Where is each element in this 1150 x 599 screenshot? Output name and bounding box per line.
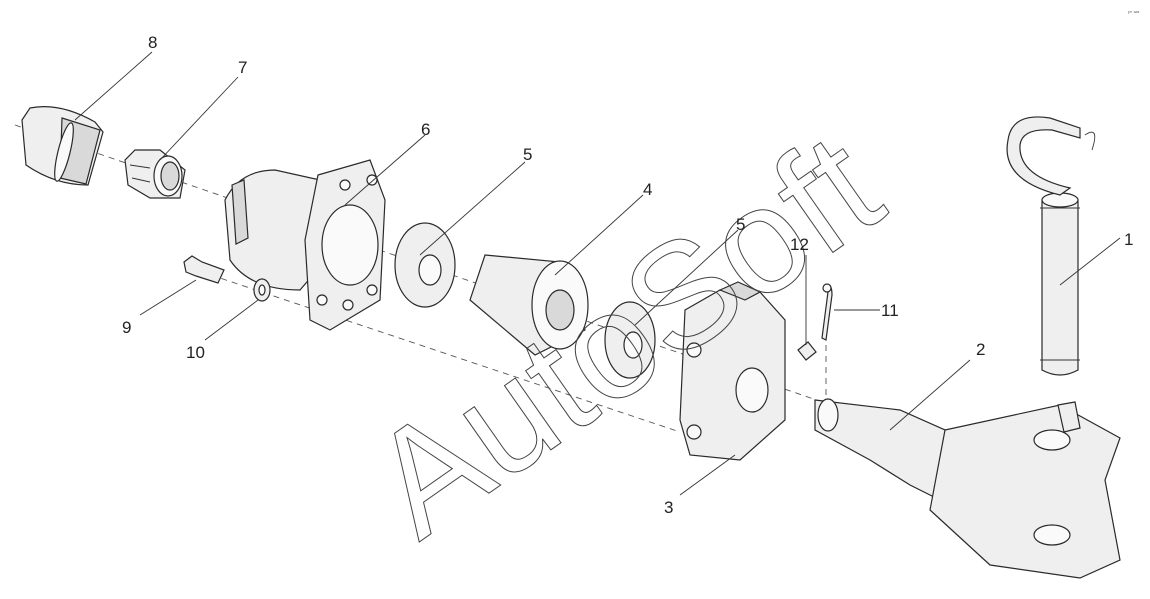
callout-2: 2 [976, 340, 985, 359]
callout-8: 8 [148, 33, 157, 52]
callout-11: 11 [881, 301, 899, 320]
part-4-cylinder [469, 254, 589, 356]
callout-7: 7 [238, 58, 247, 77]
part-5-washer-lower [604, 301, 656, 379]
callout-6: 6 [421, 120, 430, 139]
corner-mark: ıᵐ ᵃᵃᵃ [1128, 10, 1139, 16]
callout-10: 10 [186, 343, 205, 362]
part-7-slotted-nut [124, 149, 186, 199]
callout-3: 3 [664, 498, 673, 517]
part-3-bracket [679, 281, 786, 461]
part-6-flange-housing [224, 159, 386, 331]
callout-12: 12 [790, 235, 809, 254]
part-11-cotter-pin [821, 283, 833, 341]
part-1-hitch-pin [1006, 116, 1096, 376]
part-5-washer-upper [394, 222, 456, 308]
part-10-lock-washer [253, 278, 271, 302]
part-12-grease-nipple [797, 341, 817, 361]
callout-5-upper: 5 [523, 145, 532, 164]
callout-leaders [74, 51, 1121, 496]
part-9-bolt [183, 255, 225, 284]
callout-1: 1 [1124, 230, 1133, 249]
part-2-tow-hook [814, 398, 1121, 579]
part-8-sleeve [21, 106, 104, 186]
callout-4: 4 [643, 180, 652, 199]
callout-9: 9 [122, 318, 131, 337]
callout-5-lower: 5 [736, 215, 745, 234]
